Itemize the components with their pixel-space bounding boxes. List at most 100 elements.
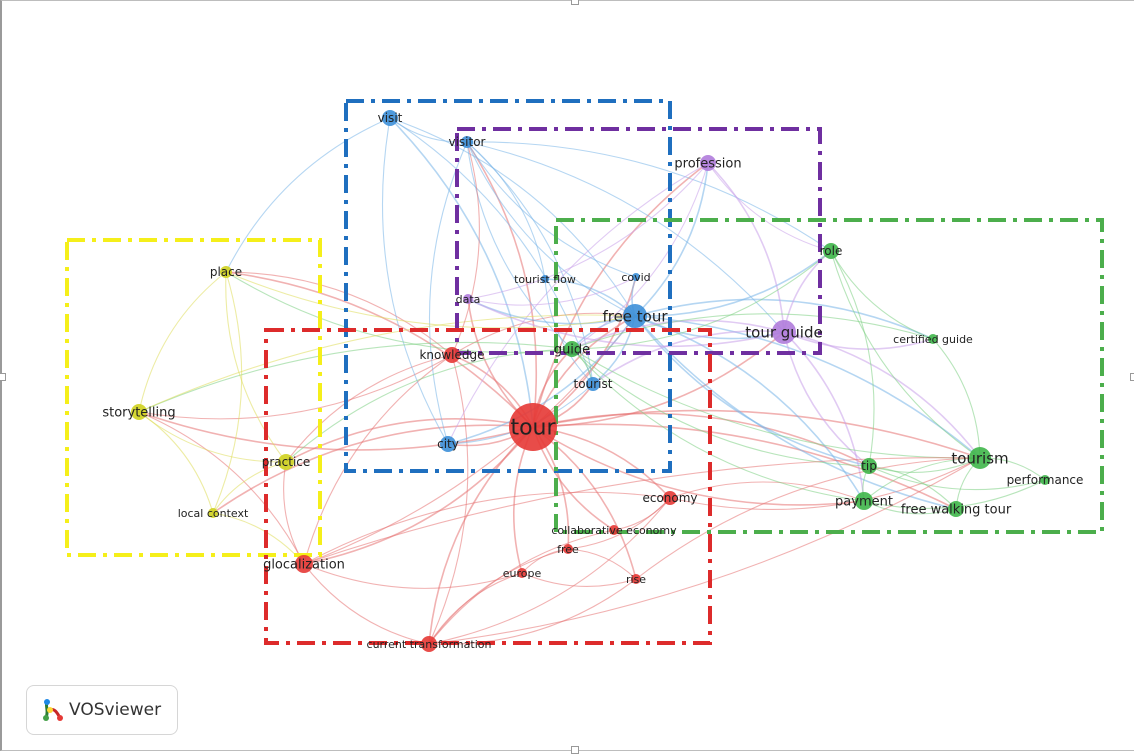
node-label-visitor[interactable]: visitor	[448, 135, 485, 149]
node-rise[interactable]	[631, 574, 641, 584]
node-label-city[interactable]: city	[437, 437, 459, 451]
node-label-collaborative-economy[interactable]: collaborative economy	[551, 524, 677, 537]
node-visit[interactable]	[382, 110, 398, 126]
node-label-local-context[interactable]: local context	[178, 507, 249, 520]
node-performance[interactable]	[1040, 475, 1050, 485]
node-tour[interactable]	[509, 403, 557, 451]
node-local-context[interactable]	[208, 508, 218, 518]
node-payment[interactable]	[855, 492, 873, 510]
node-label-free[interactable]: free	[557, 543, 579, 556]
cluster-box-green	[554, 218, 1104, 534]
node-tourist-flow[interactable]	[541, 275, 549, 283]
node-collaborative-economy[interactable]	[609, 525, 619, 535]
resize-handle-top[interactable]	[571, 0, 579, 5]
node-storytelling[interactable]	[131, 404, 147, 420]
node-covid[interactable]	[632, 273, 640, 281]
node-tourist[interactable]	[586, 377, 600, 391]
node-practice[interactable]	[278, 454, 294, 470]
node-label-tourism[interactable]: tourism	[951, 449, 1008, 467]
link	[467, 162, 709, 300]
node-guide[interactable]	[564, 341, 580, 357]
node-knowledge[interactable]	[444, 347, 460, 363]
node-tip[interactable]	[861, 458, 877, 474]
node-label-place[interactable]: place	[210, 265, 242, 279]
cluster-box-yellow	[65, 238, 322, 557]
node-city[interactable]	[440, 436, 456, 452]
node-label-guide[interactable]: guide	[554, 343, 590, 358]
node-economy[interactable]	[663, 491, 677, 505]
node-label-storytelling[interactable]: storytelling	[102, 406, 175, 421]
cluster-box-purple	[455, 127, 822, 355]
link	[544, 278, 594, 385]
node-label-certified-guide[interactable]: certified guide	[893, 333, 973, 346]
node-label-profession[interactable]: profession	[674, 157, 741, 172]
link	[303, 315, 636, 565]
node-label-current-transformation[interactable]: current transformation	[367, 638, 492, 651]
link	[467, 276, 637, 306]
node-free[interactable]	[563, 544, 573, 554]
resize-handle-left[interactable]	[0, 373, 6, 381]
link	[830, 250, 981, 459]
labels-layer: tour glocalization knowledge economy collabo…	[102, 111, 1083, 651]
link	[783, 331, 865, 502]
node-certified-guide[interactable]	[928, 334, 938, 344]
node-label-knowledge[interactable]: knowledge	[419, 348, 484, 362]
link	[634, 298, 934, 340]
node-label-free-tour[interactable]: free tour	[602, 307, 668, 325]
node-label-tour-guide[interactable]: tour guide	[745, 323, 822, 341]
node-data[interactable]	[463, 294, 473, 304]
link	[466, 141, 538, 428]
node-label-tourist-flow[interactable]: tourist flow	[514, 273, 576, 286]
node-tour-guide[interactable]	[772, 320, 796, 344]
node-label-rise[interactable]: rise	[626, 573, 646, 586]
node-label-performance[interactable]: performance	[1007, 473, 1084, 487]
node-label-economy[interactable]: economy	[642, 491, 697, 505]
cluster-box-blue	[344, 99, 672, 473]
node-label-europe[interactable]: europe	[503, 567, 542, 580]
node-label-role[interactable]: role	[820, 244, 843, 258]
node-profession[interactable]	[700, 155, 716, 171]
link	[389, 117, 594, 385]
node-tourism[interactable]	[969, 447, 991, 469]
link	[669, 481, 865, 502]
node-visitor[interactable]	[461, 136, 473, 148]
node-label-covid[interactable]: covid	[621, 271, 650, 284]
node-current-transformation[interactable]	[421, 636, 437, 652]
node-free-walking-tour[interactable]	[948, 501, 964, 517]
link	[863, 500, 957, 515]
node-free-tour[interactable]	[623, 304, 647, 328]
nodes-layer	[131, 110, 1050, 652]
link	[532, 162, 709, 428]
link	[532, 426, 865, 506]
link	[669, 457, 981, 511]
node-role[interactable]	[823, 243, 839, 259]
resize-handle-bottom[interactable]	[571, 746, 579, 754]
node-label-glocalization[interactable]: glocalization	[263, 558, 345, 573]
node-europe[interactable]	[517, 568, 527, 578]
node-label-practice[interactable]: practice	[262, 455, 311, 469]
node-label-free-walking-tour[interactable]: free walking tour	[901, 503, 1012, 518]
node-glocalization[interactable]	[295, 555, 313, 573]
link	[567, 548, 637, 580]
link	[932, 338, 981, 459]
link	[303, 563, 430, 645]
node-label-tip[interactable]: tip	[861, 459, 877, 473]
link	[225, 117, 391, 273]
link	[466, 141, 637, 278]
link	[447, 315, 636, 445]
resize-handle-right[interactable]	[1130, 373, 1134, 381]
link	[466, 141, 573, 350]
link	[138, 411, 534, 451]
node-label-data[interactable]: data	[456, 293, 481, 306]
link	[868, 465, 1046, 491]
vosviewer-logo-badge[interactable]: VOSviewer	[26, 685, 178, 735]
link	[428, 548, 569, 645]
node-label-payment[interactable]: payment	[835, 495, 893, 510]
link	[467, 298, 785, 348]
node-label-tour[interactable]: tour	[510, 416, 556, 441]
node-place[interactable]	[220, 266, 232, 278]
node-label-tourist[interactable]: tourist	[574, 377, 613, 391]
node-label-visit[interactable]: visit	[378, 111, 403, 125]
